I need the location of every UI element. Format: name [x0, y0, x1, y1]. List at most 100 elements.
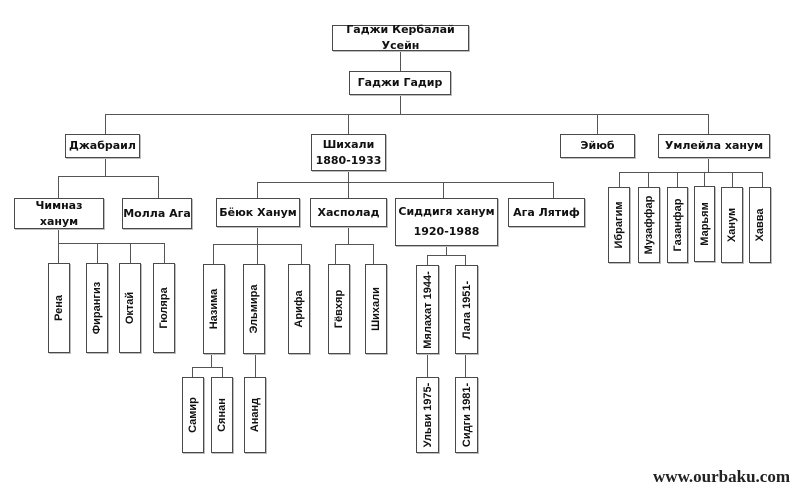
connector — [465, 353, 466, 377]
connector — [158, 176, 159, 198]
person-name: Сянан — [216, 398, 228, 432]
person-name: Гёвхяр — [333, 289, 345, 329]
connector — [192, 367, 193, 377]
connector — [348, 114, 349, 134]
person-name: Самир — [187, 397, 199, 433]
connector — [465, 255, 466, 265]
person-box-gazanfar: Газанфар — [667, 187, 688, 263]
connector — [348, 226, 349, 244]
connector — [211, 354, 212, 367]
person-name: Джабраил — [69, 139, 136, 152]
connector — [192, 367, 222, 368]
connector — [427, 255, 465, 256]
connector — [301, 244, 302, 264]
connector — [164, 243, 165, 263]
person-box-rena: Рена — [48, 263, 70, 353]
connector — [708, 114, 709, 134]
connector — [58, 176, 59, 198]
person-box-aga-lyatif: Ага Лятиф — [508, 198, 585, 227]
person-box-myalakhat: Мялахат 1944- — [416, 265, 439, 354]
person-years: 1880-1933 — [315, 153, 382, 167]
connector — [648, 172, 649, 187]
person-box-nazima: Назима — [203, 264, 225, 354]
person-name: Шихали — [370, 287, 382, 331]
person-box-syanan: Сянан — [211, 377, 233, 453]
connector — [335, 244, 336, 264]
person-name: Чимназ ханум — [35, 198, 83, 228]
person-name: Ибрагим — [613, 201, 625, 249]
person-box-anand: Ананд — [244, 377, 266, 453]
person-box-ulvi: Ульви 1975- — [416, 377, 439, 453]
person-box-shikhali-jr: Шихали — [365, 264, 387, 354]
connector — [257, 244, 258, 264]
connector — [427, 255, 428, 265]
person-box-sidgi: Сидги 1981- — [455, 377, 478, 453]
person-box-arifa: Арифа — [288, 264, 310, 354]
connector — [446, 245, 447, 255]
connector — [704, 172, 705, 187]
person-name: Лала 1951- — [460, 280, 473, 339]
person-name: Октай — [124, 291, 136, 325]
person-name: Бёюк Ханум — [219, 205, 297, 219]
person-box-khanum: Ханум — [721, 187, 743, 263]
connector — [348, 170, 349, 182]
person-box-govkhyar: Гёвхяр — [328, 264, 350, 354]
connector — [708, 157, 709, 172]
person-box-molla-aga: Молла Ага — [122, 198, 192, 229]
person-box-boyuk-khanum: Бёюк Ханум — [216, 198, 300, 227]
person-name: Гюляра — [158, 287, 170, 329]
connector — [257, 226, 258, 244]
person-box-chimnaz: Чимназ ханум — [14, 198, 104, 229]
person-name: Ханум — [726, 207, 738, 243]
person-box-root: Гаджи Кербалай Усейн — [332, 23, 469, 52]
person-box-umleila: Умлейла ханум — [658, 134, 770, 158]
connector — [213, 244, 214, 264]
person-box-gen1: Гаджи Гадир — [349, 71, 451, 95]
person-name: Ананд — [249, 397, 261, 433]
person-name: Сиддигя ханум — [398, 205, 495, 218]
connector — [553, 182, 554, 198]
person-name: Арифа — [293, 290, 305, 328]
person-name: Рена — [53, 295, 65, 321]
person-name: Ага Лятиф — [513, 205, 580, 219]
person-box-eyyub: Эйюб — [560, 134, 635, 158]
connector — [58, 228, 59, 243]
person-name: Хасполад — [317, 205, 380, 219]
person-name: Гаджи Кербалай Усейн — [346, 23, 455, 52]
connector — [257, 182, 553, 183]
connector — [348, 182, 349, 198]
person-name: Назима — [208, 288, 220, 330]
connector — [762, 172, 763, 187]
person-years: 1920-1988 — [413, 225, 480, 238]
connector — [373, 244, 374, 264]
person-name: Ульви 1975- — [421, 382, 434, 448]
person-name: Музаффар — [643, 195, 655, 255]
connector — [597, 114, 598, 134]
connector — [58, 176, 158, 177]
connector — [222, 367, 223, 377]
person-name: Сидги 1981- — [460, 382, 473, 448]
connector — [105, 157, 106, 176]
person-box-samir: Самир — [182, 377, 204, 453]
person-box-muzaffar: Музаффар — [638, 187, 660, 263]
connector — [257, 182, 258, 198]
person-name: Гаджи Гадир — [357, 76, 443, 89]
watermark: www.ourbaku.com — [653, 467, 790, 486]
connector — [400, 50, 401, 71]
person-box-oktay: Октай — [119, 263, 141, 353]
person-name: Шихали — [322, 137, 375, 151]
connector — [443, 182, 444, 198]
connector — [97, 243, 98, 263]
person-box-ibragim: Ибрагим — [608, 187, 630, 263]
person-name: Эльмира — [248, 284, 260, 334]
person-box-khaspolad: Хасполад — [310, 198, 387, 227]
person-box-elmira: Эльмира — [243, 264, 265, 354]
person-box-gyulyara: Гюляра — [153, 263, 175, 353]
person-box-lala: Лала 1951- — [455, 265, 478, 354]
person-name: Марьям — [698, 202, 711, 246]
person-box-khavva: Хавва — [749, 187, 771, 263]
person-box-dzhabrail: Джабраил — [65, 134, 140, 158]
person-name: Эйюб — [580, 139, 615, 152]
connector — [255, 354, 256, 377]
